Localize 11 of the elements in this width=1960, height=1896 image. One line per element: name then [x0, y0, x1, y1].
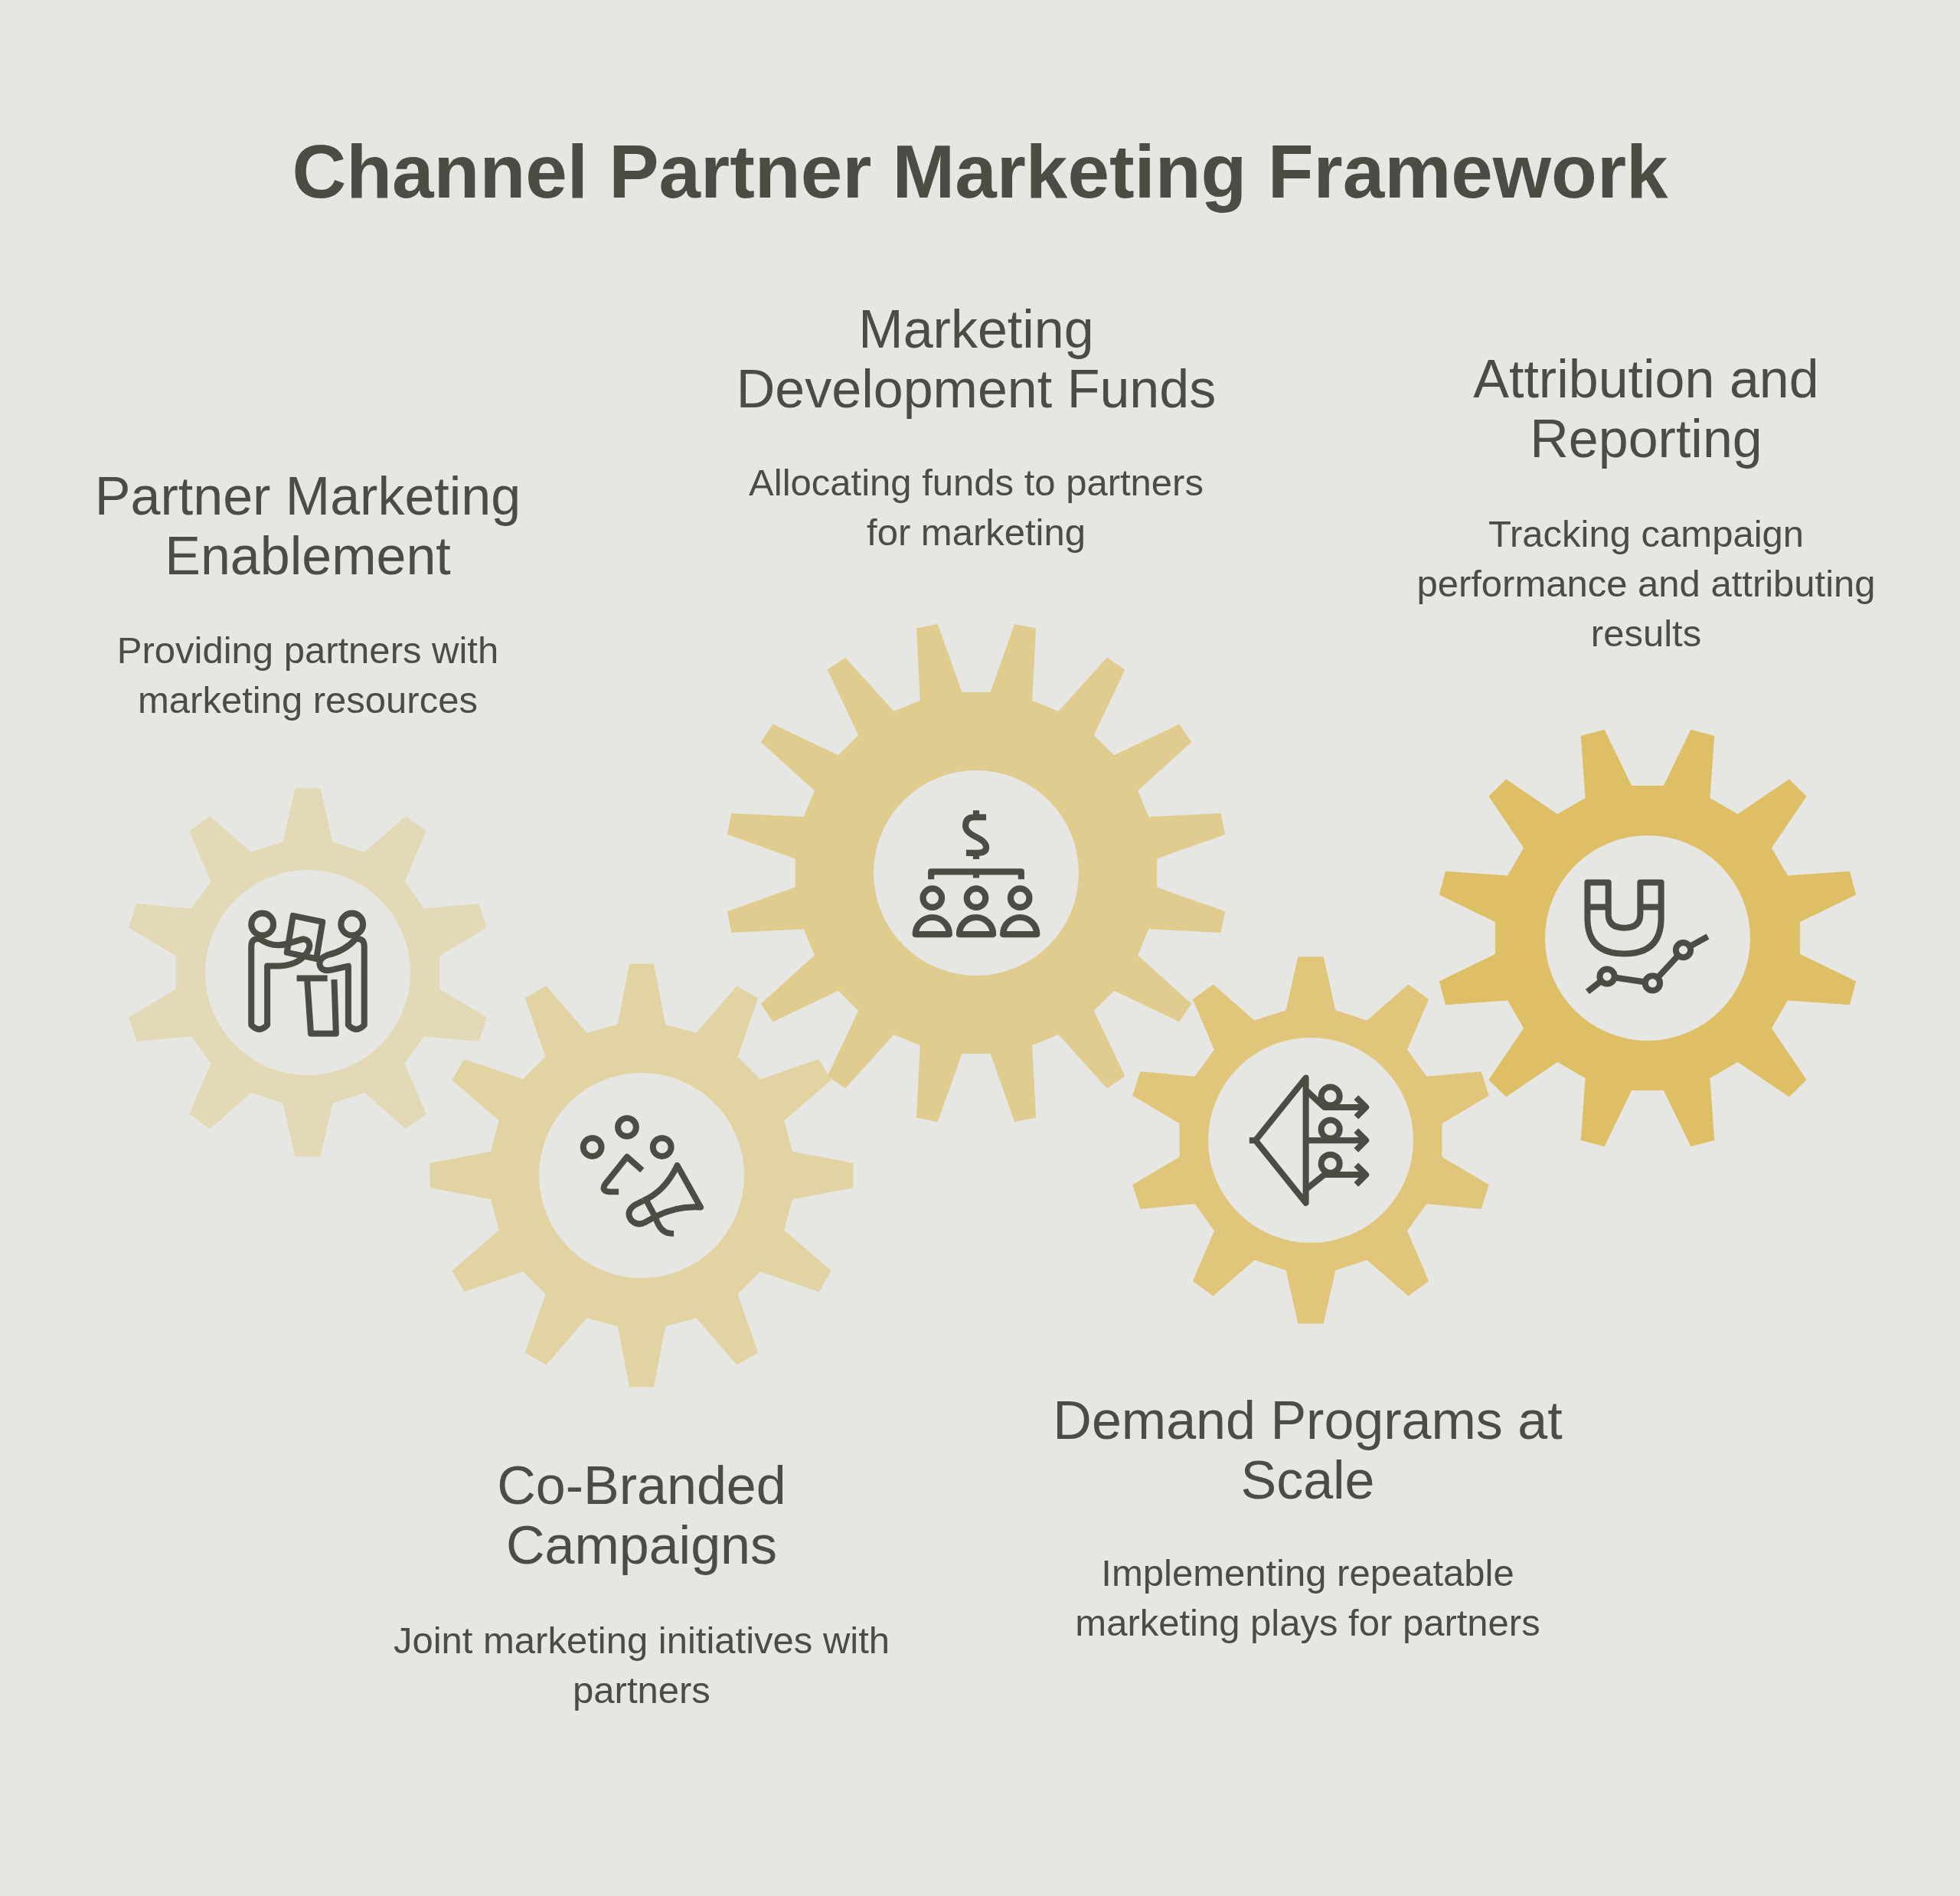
diagram-title: Channel Partner Marketing Framework	[292, 129, 1668, 214]
step-heading: Marketing Development Funds	[736, 299, 1217, 419]
step-description: Allocating funds to partners for marketing	[749, 462, 1204, 553]
step-heading: Co-Branded Campaigns	[497, 1456, 786, 1575]
step-heading: Partner Marketing Enablement	[94, 466, 521, 586]
step-description: Tracking campaign performance and attributing results	[1416, 513, 1876, 654]
step-description: Implementing repeatable marketing plays for partners	[1075, 1552, 1540, 1643]
step-heading: Demand Programs at Scale	[1053, 1391, 1563, 1510]
step-heading: Attribution and Reporting	[1473, 349, 1819, 469]
step-description: Joint marketing initiatives with partners	[393, 1620, 890, 1711]
step-description: Providing partners with marketing resources	[116, 629, 499, 721]
